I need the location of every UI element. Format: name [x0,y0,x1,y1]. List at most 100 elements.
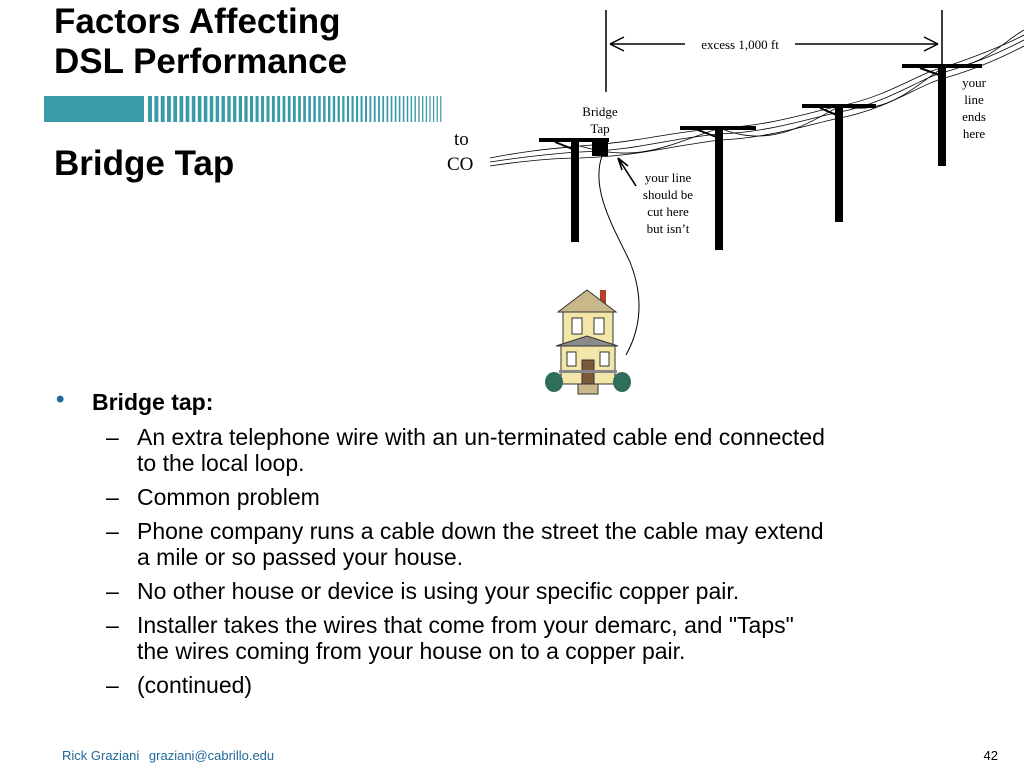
stripe-bar [436,96,438,122]
stripe-bar [425,96,427,122]
stripe-bar [148,96,152,122]
stripe-bar [406,96,409,122]
cut-note-line-2: should be [643,187,693,202]
sub-bullet-5-line-1: Installer takes the wires that come from… [137,612,794,638]
stripe-bar [365,96,367,122]
stripe-bar [293,96,296,122]
stripe-bar [185,96,190,122]
stripe-bar [373,96,376,122]
dimension-arrowhead-right [923,36,939,52]
stripe-bar [356,96,359,122]
stripe-bar [318,96,321,122]
utility-pole-1 [539,138,609,242]
stripe-bar [332,96,336,122]
stripe-bar [337,96,340,122]
slide-title: Factors Affecting DSL Performance [54,2,347,82]
sub-bullet-4: – No other house or device is using your… [106,578,740,604]
stripe-bar [173,96,178,122]
sub-bullet-3: – Phone company runs a cable down the st… [106,518,824,570]
end-note-line-4: here [963,126,986,141]
stripe-bar [378,96,380,122]
stripe-bar [227,96,231,122]
co-label: CO [447,154,473,175]
sub-bullet-5-line-2: the wires coming from your house on to a… [137,638,686,664]
cut-note-line-4: but isn’t [647,221,690,236]
slide-subtitle: Bridge Tap [54,144,235,183]
sub-bullet-list: – An extra telephone wire with an un-ter… [54,424,1004,698]
sub-bullet-3-line-1: Phone company runs a cable down the stre… [137,518,824,544]
stripe-bar [250,96,254,122]
bullet-main-text: Bridge tap: [92,389,214,415]
house-icon [545,289,631,395]
decorative-stripe [44,96,442,122]
cut-note-line-1: your line [645,170,692,185]
stripe-bar [277,96,281,122]
drop-wire [598,155,640,356]
stripe-bar [346,96,350,122]
stripe-bar [440,96,442,122]
end-note-line-2: line [964,92,984,107]
footer-author: Rick Graziani [62,748,140,763]
sub-bullet-3-line-2: a mile or so passed your house. [137,544,464,570]
stripe-bar [394,96,397,122]
stripe-bar [360,96,363,122]
sub-bullet-6: – (continued) [106,672,253,698]
slide-title-line-2: DSL Performance [54,42,348,81]
stripe-bar [328,96,331,122]
stripe-bar [342,96,345,122]
span-label: excess 1,000 ft [701,37,779,52]
stripe-bar [390,96,393,122]
stripe-bar [398,96,401,122]
cut-note-pointer [617,157,637,187]
utility-pole-3 [802,104,876,222]
page-number: 42 [983,748,998,763]
stripe-bar [209,96,214,122]
stripe-bar [167,96,171,122]
dimension-arrowhead-left [609,36,625,52]
sub-bullet-4-line-1: No other house or device is using your s… [137,578,740,604]
bridge-tap-box [592,142,608,156]
stripe-bar [203,96,208,122]
stripe-bar [233,96,237,122]
end-note-line-1: your [962,75,987,90]
stripe-bar [313,96,316,122]
to-label: to [454,129,469,150]
stripe-bar [429,96,431,122]
stripe-bar [433,96,435,122]
stripe-bar [197,96,202,122]
tap-label: Tap [590,121,609,136]
utility-pole-2 [680,126,756,250]
stripe-bar [382,96,385,122]
stripe-bar [160,96,165,122]
footer-email: graziani@cabrillo.edu [148,748,275,763]
bullet-main: • Bridge tap: [54,386,1004,416]
stripe-bar [414,96,416,122]
stripe-bar [298,96,301,122]
stripe-bar [215,96,220,122]
stripe-bar [154,96,159,122]
stripe-bar [369,96,372,122]
stripe-bar [303,96,306,122]
stripe-bar [271,96,275,122]
stripe-bar [410,96,413,122]
stripe-bar [402,96,405,122]
stripe-bar [238,96,242,122]
bullet-dot: • [56,386,65,413]
stripe-bar [191,96,196,122]
sub-bullet-1-line-2: to the local loop. [137,450,305,476]
slide-title-line-1: Factors Affecting [54,2,341,41]
sub-bullet-1-line-1: An extra telephone wire with an un-termi… [137,424,825,450]
sub-bullet-5: – Installer takes the wires that come fr… [106,612,794,664]
stripe-bar [418,96,420,122]
stripe-bar [255,96,259,122]
sub-bullet-6-line-1: (continued) [137,672,253,698]
sub-bullet-2: – Common problem [106,484,320,510]
stripe-bar [282,96,286,122]
utility-pole-4 [902,64,982,166]
cut-note-line-3: cut here [647,204,689,219]
stripe-bar [266,96,270,122]
sub-bullet-1: – An extra telephone wire with an un-ter… [106,424,825,476]
stripe-bar [179,96,184,122]
stripe-bar [261,96,265,122]
stripe-bar [422,96,424,122]
